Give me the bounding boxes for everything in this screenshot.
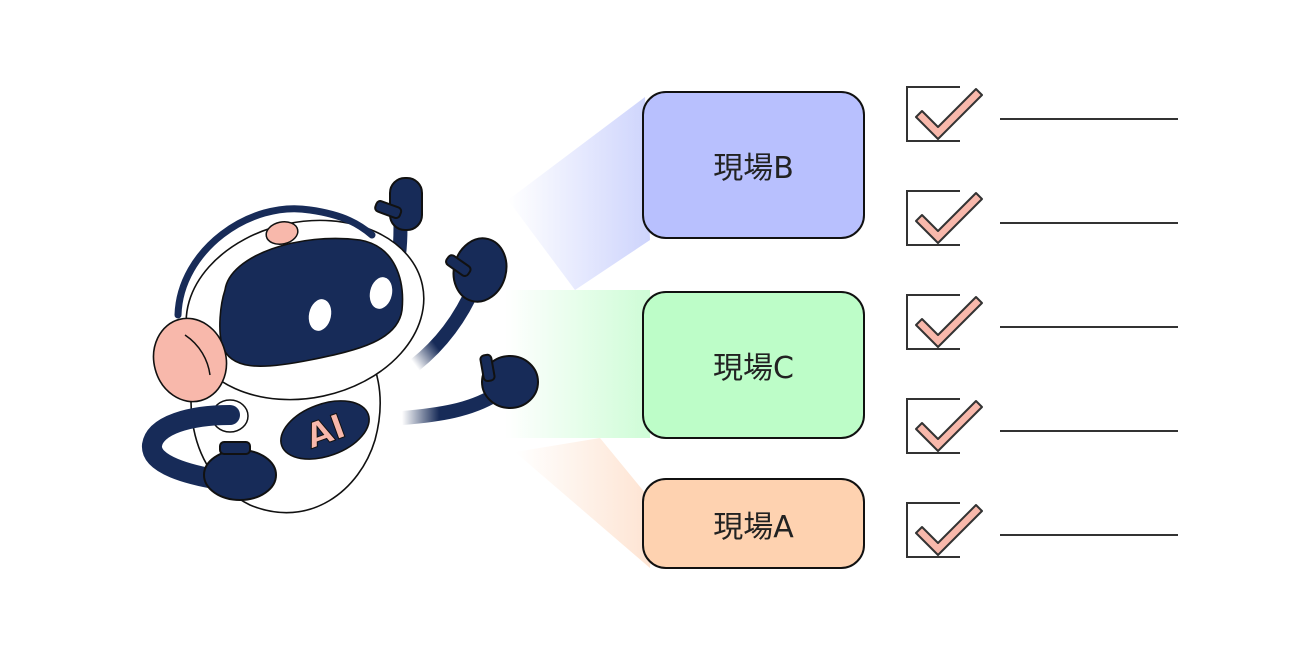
checkbox-checked-icon xyxy=(906,190,983,246)
checkbox-checked-icon xyxy=(906,86,983,142)
mitten-hand-middle xyxy=(445,237,508,303)
site-label-b: 現場B xyxy=(713,151,794,186)
beam-site-a xyxy=(515,438,655,568)
checklist-item xyxy=(900,397,1180,457)
checklist-item xyxy=(900,501,1180,561)
site-label-a: 現場A xyxy=(713,509,794,545)
checklist-item xyxy=(900,189,1180,249)
robot-eye-left xyxy=(308,299,332,331)
checklist-item-line xyxy=(1000,118,1178,120)
checklist-item-line xyxy=(1000,430,1178,432)
checklist-item xyxy=(900,293,1180,353)
checklist-item xyxy=(900,85,1180,145)
raised-arm-bottom xyxy=(401,388,499,425)
beam-site-b xyxy=(508,97,650,290)
headset-band xyxy=(174,205,376,319)
mitten-hand-top xyxy=(374,177,423,231)
checklist-item-line xyxy=(1000,222,1178,224)
mitten-hand-bottom xyxy=(479,353,539,409)
ai-chest-badge xyxy=(280,400,370,460)
beam-site-c xyxy=(505,290,650,438)
ai-robot-illustration: AI xyxy=(142,177,539,514)
robot-arm-left xyxy=(142,405,240,490)
site-box-c: 現場C xyxy=(642,291,865,439)
headset-earmuff-icon xyxy=(152,317,228,403)
checkbox-checked-icon xyxy=(906,398,983,454)
antenna-knob xyxy=(265,220,299,246)
robot-eye-right xyxy=(369,277,393,309)
checkbox-checked-icon xyxy=(906,294,983,350)
checklist-item-line xyxy=(1000,534,1178,536)
site-box-a: 現場A xyxy=(642,478,865,569)
site-label-c: 現場C xyxy=(713,351,794,386)
mitten-hand-left xyxy=(203,441,277,501)
checklist-item-line xyxy=(1000,326,1178,328)
checkbox-checked-icon xyxy=(906,502,983,558)
site-box-b: 現場B xyxy=(642,91,865,239)
